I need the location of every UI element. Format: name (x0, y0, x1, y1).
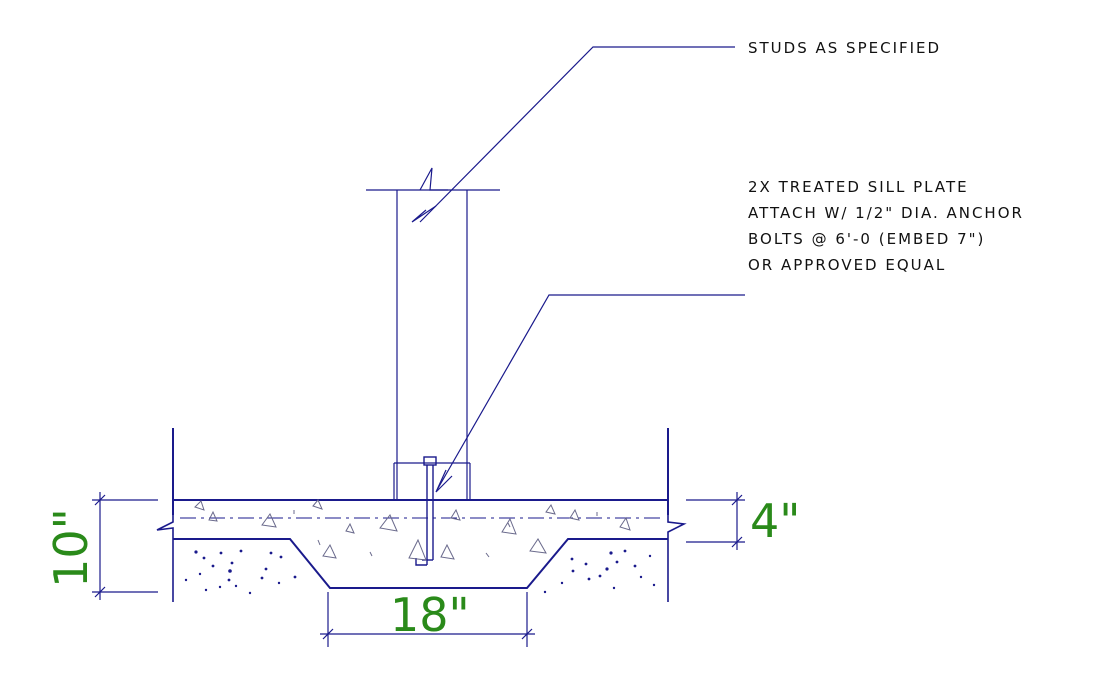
sill-plate-note: 2X TREATED SILL PLATE ATTACH W/ 1/2" DIA… (748, 174, 1024, 278)
sill-leader (435, 294, 745, 493)
stud-wall (366, 167, 500, 500)
gravel-stipple (184, 549, 656, 595)
sill-note-line-1: 2X TREATED SILL PLATE (748, 178, 969, 196)
studs-leader (411, 46, 735, 223)
studs-note: STUDS AS SPECIFIED (748, 39, 942, 57)
dimension-slab-thickness (686, 492, 745, 550)
dimension-footing-width (320, 592, 535, 647)
footing-width-label: 18" (390, 588, 470, 642)
total-depth-label: 10" (44, 508, 98, 588)
concrete-hatch (194, 499, 631, 561)
slab-thickness-label: 4" (750, 494, 801, 548)
sill-note-line-4: OR APPROVED EQUAL (748, 256, 947, 274)
sill-note-line-2: ATTACH W/ 1/2" DIA. ANCHOR (748, 204, 1024, 222)
dimension-total-depth (92, 492, 158, 600)
anchor-bolt (415, 456, 437, 566)
sill-note-line-3: BOLTS @ 6'-0 (EMBED 7") (748, 230, 986, 248)
sill-plate (393, 462, 471, 500)
slab-footing (156, 428, 687, 602)
